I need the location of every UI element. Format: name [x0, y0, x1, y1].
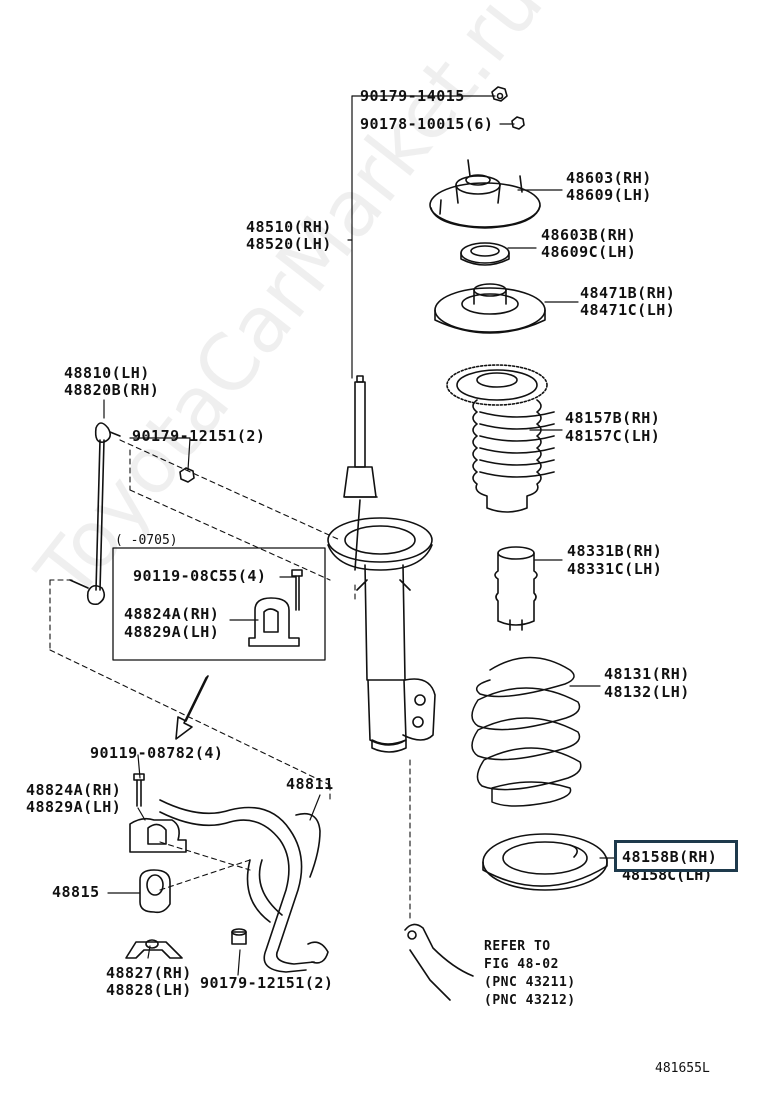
label-strut-lh[interactable]: 48520(LH)	[246, 235, 332, 253]
label-bush-lh[interactable]: 48829A(LH)	[26, 798, 122, 816]
label-date-range: ( -0705)	[115, 533, 178, 548]
label-strut-rh[interactable]: 48510(RH)	[246, 218, 332, 236]
label-stab-bush[interactable]: 48815	[52, 883, 100, 901]
label-insulator-rh[interactable]: 48158B(RH)	[622, 848, 718, 866]
label-bolt-08782[interactable]: 90119-08782(4)	[90, 744, 224, 762]
refer-line-4[interactable]: (PNC 43212)	[484, 993, 576, 1008]
label-support-lh[interactable]: 48609(LH)	[566, 186, 652, 204]
direction-arrow	[175, 675, 209, 740]
lower-arm-ref-drawing	[404, 923, 474, 1001]
label-bearing-lh[interactable]: 48609C(LH)	[541, 243, 637, 261]
inset-box	[112, 547, 326, 661]
link-nut-drawing	[179, 467, 195, 483]
label-bracket-lh[interactable]: 48828(LH)	[106, 981, 192, 999]
label-bolt-08c55[interactable]: 90119-08C55(4)	[133, 567, 267, 585]
label-spring-rh[interactable]: 48131(RH)	[604, 665, 690, 683]
refer-line-2[interactable]: FIG 48-02	[484, 957, 559, 972]
flange-nut-drawing	[491, 86, 508, 102]
small-nut-drawing	[231, 928, 247, 945]
bump-stopper-drawing	[494, 546, 538, 631]
refer-line-3[interactable]: (PNC 43211)	[484, 975, 576, 990]
dashed-lines	[49, 439, 411, 921]
label-upper-seat-lh[interactable]: 48471C(LH)	[580, 301, 676, 319]
label-inset-bush-rh[interactable]: 48824A(RH)	[124, 605, 220, 623]
highlight-box	[614, 840, 738, 872]
label-support-rh[interactable]: 48603(RH)	[566, 169, 652, 187]
nut-drawing	[511, 116, 525, 130]
label-boot-lh[interactable]: 48157C(LH)	[565, 427, 661, 445]
label-nut-14015[interactable]: 90179-14015	[360, 87, 465, 105]
label-upper-seat-rh[interactable]: 48471B(RH)	[580, 284, 676, 302]
label-nut-10015[interactable]: 90178-10015(6)	[360, 115, 494, 133]
label-bush-rh[interactable]: 48824A(RH)	[26, 781, 122, 799]
shock-absorber-drawing	[327, 375, 436, 753]
label-link-rh[interactable]: 48820B(RH)	[64, 381, 160, 399]
label-link-lh[interactable]: 48810(LH)	[64, 364, 150, 382]
label-bracket-rh[interactable]: 48827(RH)	[106, 964, 192, 982]
stabilizer-link-drawing	[69, 422, 121, 606]
highlight-backdrop	[617, 843, 735, 869]
label-bearing-rh[interactable]: 48603B(RH)	[541, 226, 637, 244]
diagram-id: 481655L	[655, 1061, 710, 1076]
label-nut-12151-a[interactable]: 90179-12151(2)	[132, 427, 266, 445]
label-bumper-lh[interactable]: 48331C(LH)	[567, 560, 663, 578]
label-boot-rh[interactable]: 48157B(RH)	[565, 409, 661, 427]
bushing-bracket-drawing	[129, 817, 187, 853]
coil-spring-drawing	[471, 656, 582, 807]
label-inset-bush-lh[interactable]: 48829A(LH)	[124, 623, 220, 641]
label-nut-12151-b[interactable]: 90179-12151(2)	[200, 974, 334, 992]
leader-lines	[103, 95, 615, 976]
label-bumper-rh[interactable]: 48331B(RH)	[567, 542, 663, 560]
lower-bracket-drawing	[125, 939, 183, 959]
dust-boot-drawing	[446, 364, 555, 513]
label-spring-lh[interactable]: 48132(LH)	[604, 683, 690, 701]
upper-seat-drawing	[434, 283, 546, 334]
insulator-drawing	[482, 833, 608, 891]
stabilizer-bar-drawing	[159, 799, 329, 973]
inset-bushing-drawing	[248, 597, 300, 647]
label-stabilizer[interactable]: 48811	[286, 775, 334, 793]
bearing-drawing	[460, 242, 510, 266]
refer-line-1: REFER TO	[484, 939, 551, 954]
inset-bolt-drawing	[291, 569, 303, 611]
stab-bushing-drawing	[139, 869, 171, 914]
strut-support-drawing	[429, 159, 541, 229]
bolt-drawing	[133, 773, 145, 807]
